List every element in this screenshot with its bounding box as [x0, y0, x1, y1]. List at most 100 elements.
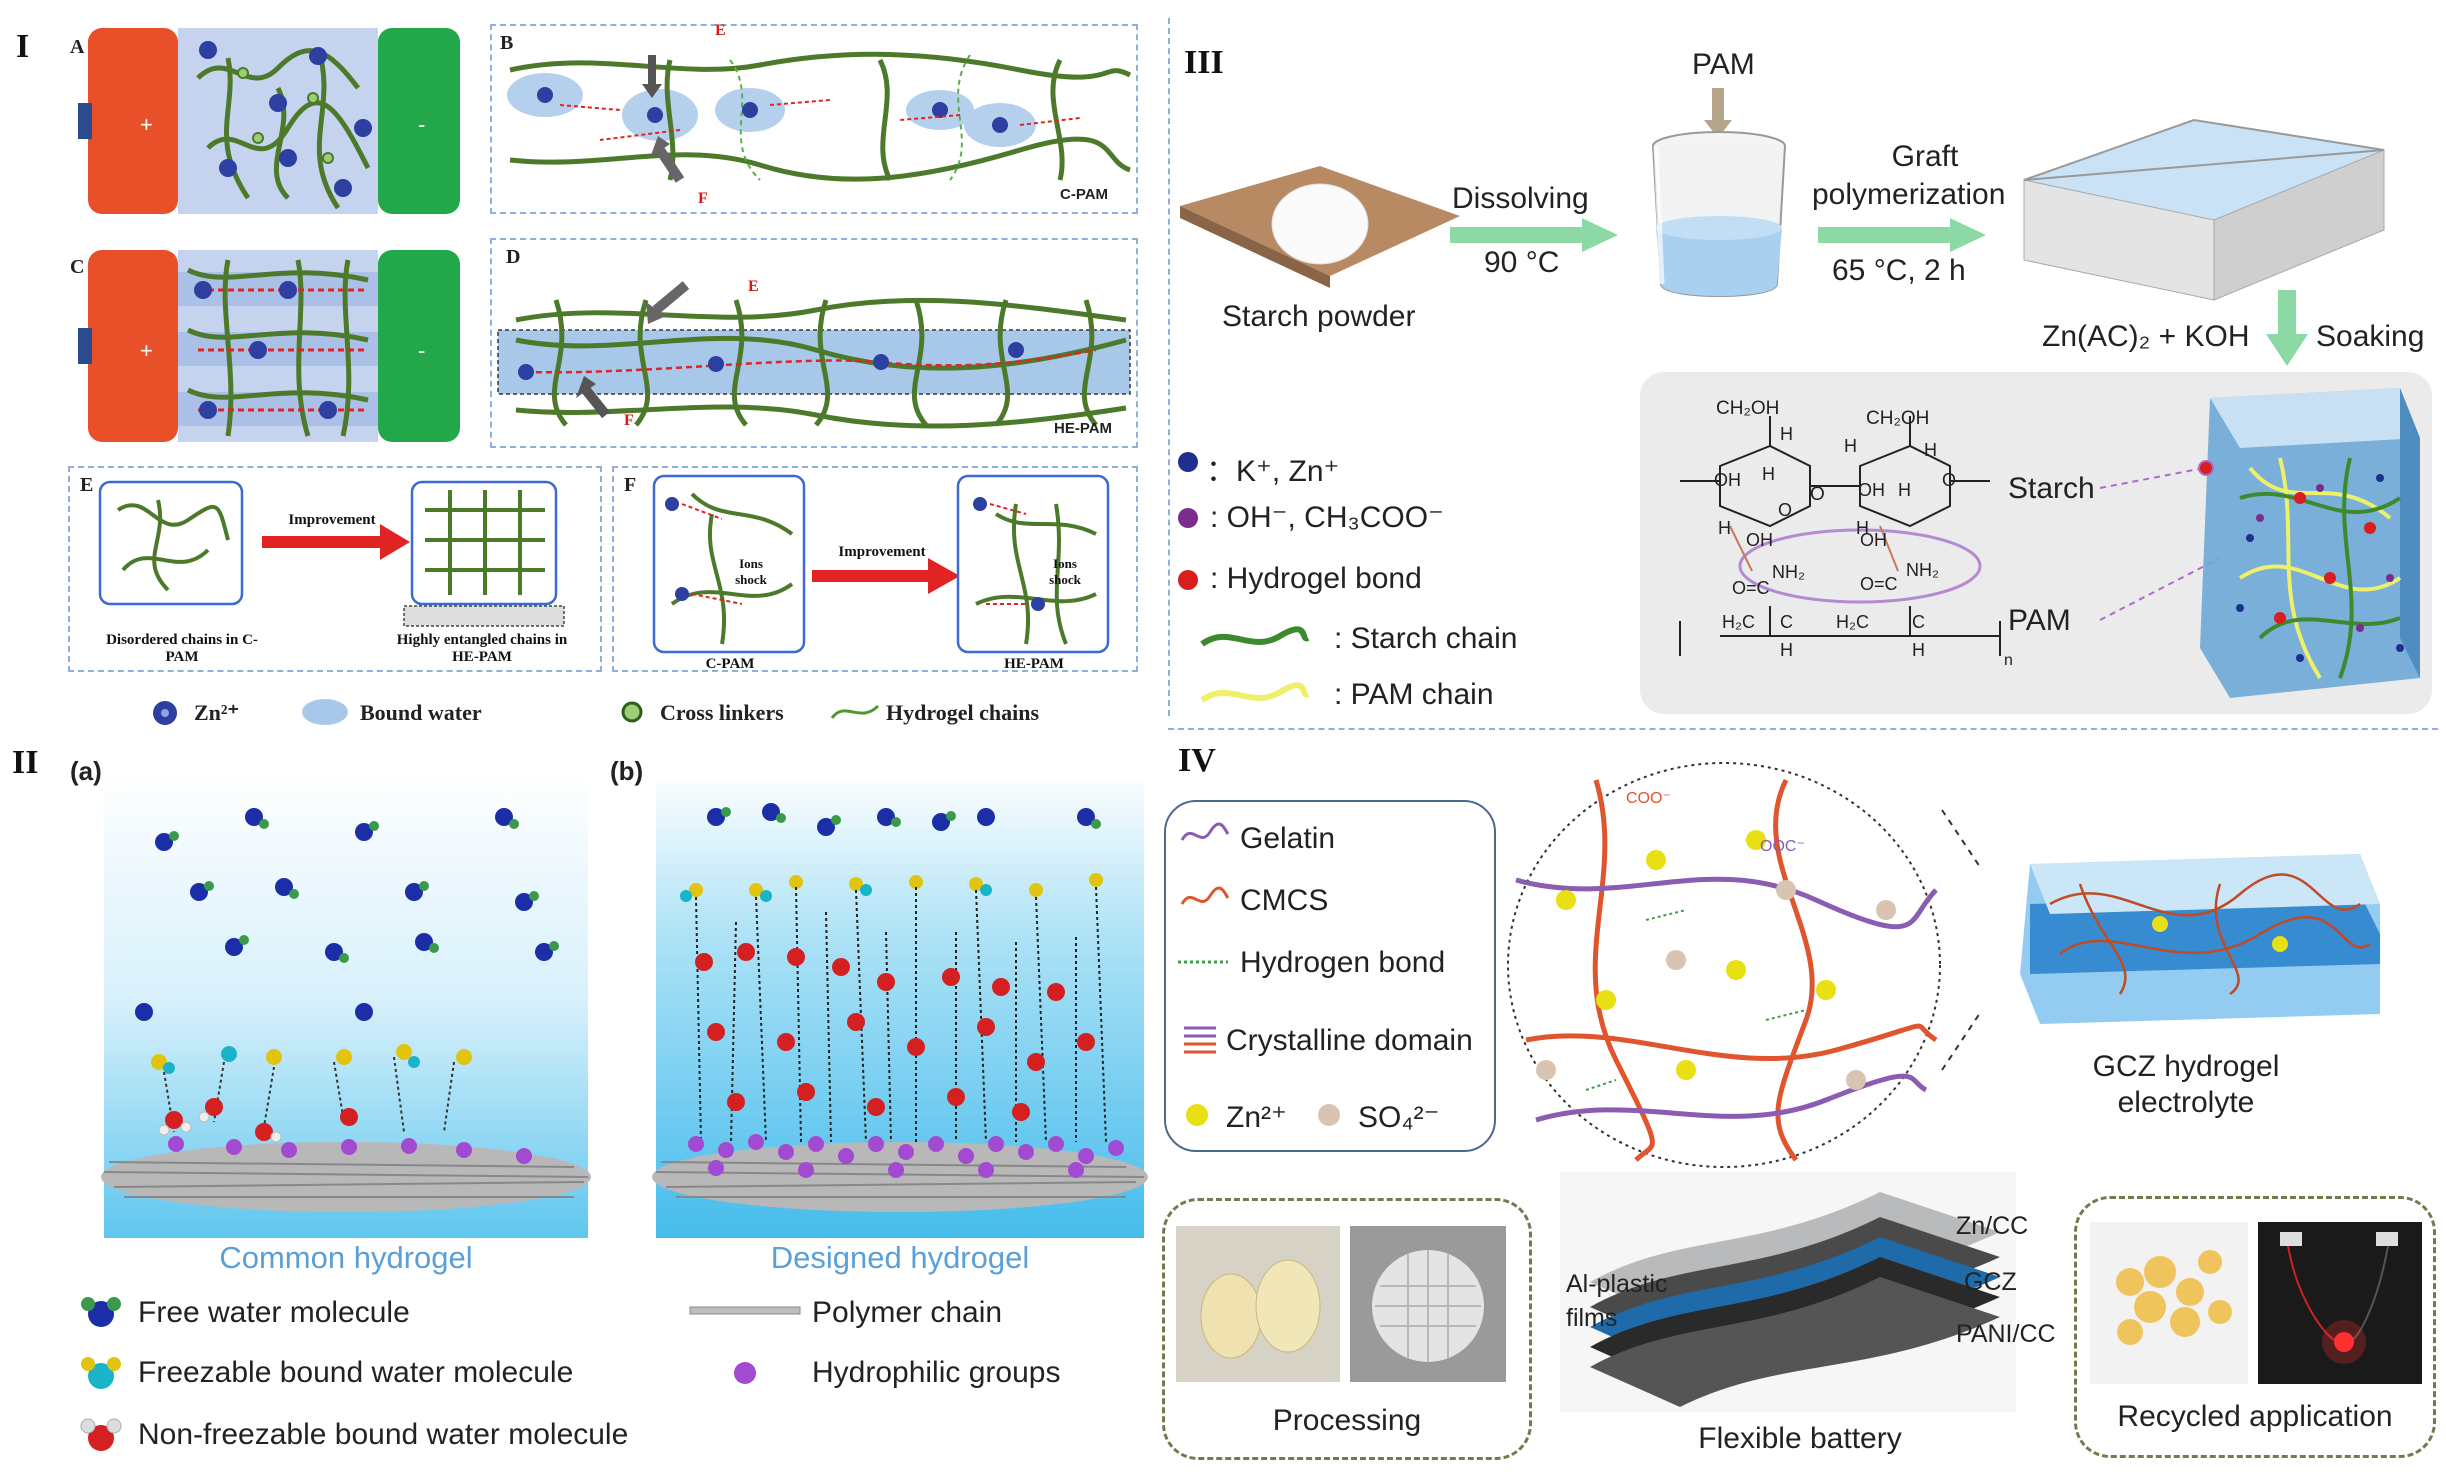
- legend-hbond-iv: Hydrogen bond: [1240, 946, 1446, 979]
- gelatin-icon: [1180, 822, 1230, 841]
- gcz-hydrogel-block: [2020, 854, 2380, 1024]
- sublabel-d: D: [506, 246, 521, 268]
- gcz-caption-1: GCZ hydrogel: [2092, 1050, 2280, 1083]
- legend-k-zn: ：K⁺, Zn⁺: [1206, 455, 1340, 488]
- struct-oh-c: OH: [1746, 530, 1773, 550]
- panel-iv-numeral: IV: [1178, 742, 1216, 779]
- ions-shock-label-2: Ions shock: [1049, 556, 1081, 587]
- starch-pointer-label: Starch: [2008, 472, 2095, 505]
- starch-powder-label: Starch powder: [1222, 300, 1416, 333]
- struct-h-6: H: [1718, 518, 1731, 538]
- struct-chain-2: H₂C: [1836, 612, 1869, 632]
- starch-powder-illustration: [1180, 166, 1460, 288]
- sublabel-b: B: [500, 32, 514, 54]
- struct-h-1: H: [1780, 424, 1793, 444]
- sublabel-ii-b: (b): [610, 756, 644, 786]
- entangled-chains-box: [403, 480, 565, 627]
- graft-label-2: polymerization: [1812, 178, 2006, 211]
- recycled-frame: [2074, 1196, 2436, 1458]
- f-right-caption: HE-PAM: [1004, 656, 1064, 672]
- disordered-caption: Disordered chains in C-PAM: [106, 632, 258, 665]
- hydrophilic-icon: [734, 1362, 756, 1384]
- struct-c-2: C: [1912, 612, 1925, 632]
- dissolving-arrow: [1450, 218, 1618, 252]
- zoom-dashed-lines: [1941, 809, 1983, 1071]
- processing-photo-1: [1176, 1226, 1340, 1382]
- al-plastic-label-2: films: [1566, 1304, 1618, 1332]
- legend-zn-iv: Zn²⁺: [1226, 1101, 1287, 1134]
- bound-water-icon: [302, 699, 348, 725]
- cathode-minus-c: -: [418, 338, 426, 363]
- recycled-photo-2: [2258, 1222, 2422, 1384]
- panel-d-box: [490, 238, 1138, 448]
- he-pam-chain-diagram: [497, 281, 1131, 429]
- struct-o-ring2: O: [1942, 470, 1957, 490]
- struct-co-2: O=C: [1860, 574, 1898, 594]
- struct-oh-b: OH: [1858, 480, 1885, 500]
- struct-chain-1: H₂C: [1722, 612, 1755, 632]
- common-hydrogel-caption: Common hydrogel: [219, 1240, 473, 1275]
- struct-h-3: H: [1924, 440, 1937, 460]
- struct-co-1: O=C: [1732, 578, 1770, 598]
- legend-nonfreezable-water: Non-freezable bound water molecule: [138, 1418, 629, 1451]
- c-pam-ion-shock-box: [652, 474, 806, 654]
- ooc-label: OOC⁻: [1760, 838, 1805, 855]
- hydrogel-cube: [2099, 388, 2420, 858]
- legend-starch-chain: : Starch chain: [1334, 622, 1518, 655]
- panel-iv-legend-box: [1164, 800, 1496, 1152]
- crystalline-domain-icon: [1184, 1026, 1216, 1054]
- struct-h-4: H: [1762, 464, 1775, 484]
- he-pam-tag: HE-PAM: [1054, 420, 1113, 437]
- pam-label-top: PAM: [1692, 48, 1755, 81]
- c-pam-tag: C-PAM: [1060, 186, 1109, 203]
- legend-oh: : OH⁻, CH₃COO⁻: [1210, 501, 1444, 534]
- entangled-caption: Highly entangled chains in HE-PAM: [396, 632, 568, 665]
- legend-so4: SO₄²⁻: [1358, 1101, 1440, 1134]
- struct-ch2oh-1: CH₂OH: [1716, 398, 1780, 419]
- c-pam-chain-diagram: [507, 51, 1132, 183]
- zn-ion-icon: [153, 701, 177, 725]
- arrow-f-label-d: F: [624, 412, 634, 429]
- sublabel-a: A: [70, 36, 85, 58]
- flexible-battery-caption: Flexible battery: [1698, 1422, 1902, 1455]
- designed-hydrogel-caption: Designed hydrogel: [770, 1240, 1030, 1275]
- sublabel-c: C: [70, 256, 85, 278]
- sublabel-e: E: [80, 474, 94, 496]
- so4-ion-icon: [1318, 1104, 1340, 1126]
- beaker-illustration: [1652, 88, 1786, 297]
- sublabel-ii-a: (a): [70, 756, 102, 786]
- legend-cmcs: CMCS: [1240, 884, 1329, 917]
- pani-cc-label: PANI/CC: [1956, 1320, 2056, 1348]
- legend-pam-chain: : PAM chain: [1334, 678, 1494, 711]
- struct-ch2oh-2: CH₂OH: [1866, 408, 1930, 429]
- disordered-chains-box: [98, 480, 244, 606]
- struct-h-5: H: [1898, 480, 1911, 500]
- hydrogel-bond-icon: [1178, 570, 1198, 590]
- soaking-reagent: Zn(AC)₂ + KOH: [2042, 320, 2250, 353]
- improvement-arrow-e: [262, 524, 410, 560]
- designed-hydrogel-illustration: [652, 772, 1148, 1238]
- panel-i-numeral: I: [16, 28, 30, 65]
- f-left-caption: C-PAM: [705, 656, 755, 672]
- starch-chain-icon: [1200, 626, 1310, 647]
- arrow-e-label-d: E: [748, 278, 759, 295]
- struct-n: n: [2004, 652, 2013, 669]
- pam-pointer-label: PAM: [2008, 604, 2071, 637]
- tray-illustration: [2023, 118, 2385, 301]
- oh-ion-icon: [1178, 508, 1198, 528]
- struct-h-7: H: [1856, 518, 1869, 538]
- anode-plus-c: +: [140, 338, 153, 363]
- sublabel-f: F: [624, 474, 637, 496]
- nonfreezable-water-icon: [80, 1418, 122, 1451]
- pam-chain-icon: [1200, 682, 1310, 703]
- k-zn-ion-icon: [1178, 452, 1198, 472]
- panel-f-box: [612, 466, 1138, 672]
- gcz-label: GCZ: [1964, 1268, 2017, 1296]
- panel-ii-numeral: II: [12, 744, 39, 781]
- recycled-photo-1: [2090, 1222, 2248, 1384]
- legend-bound-water: Bound water: [360, 700, 482, 725]
- legend-polymer-chain: Polymer chain: [812, 1296, 1003, 1329]
- ions-shock-label-1: Ions shock: [735, 556, 767, 587]
- improvement-label-f: Improvement: [838, 544, 926, 560]
- legend-gelatin: Gelatin: [1240, 822, 1336, 855]
